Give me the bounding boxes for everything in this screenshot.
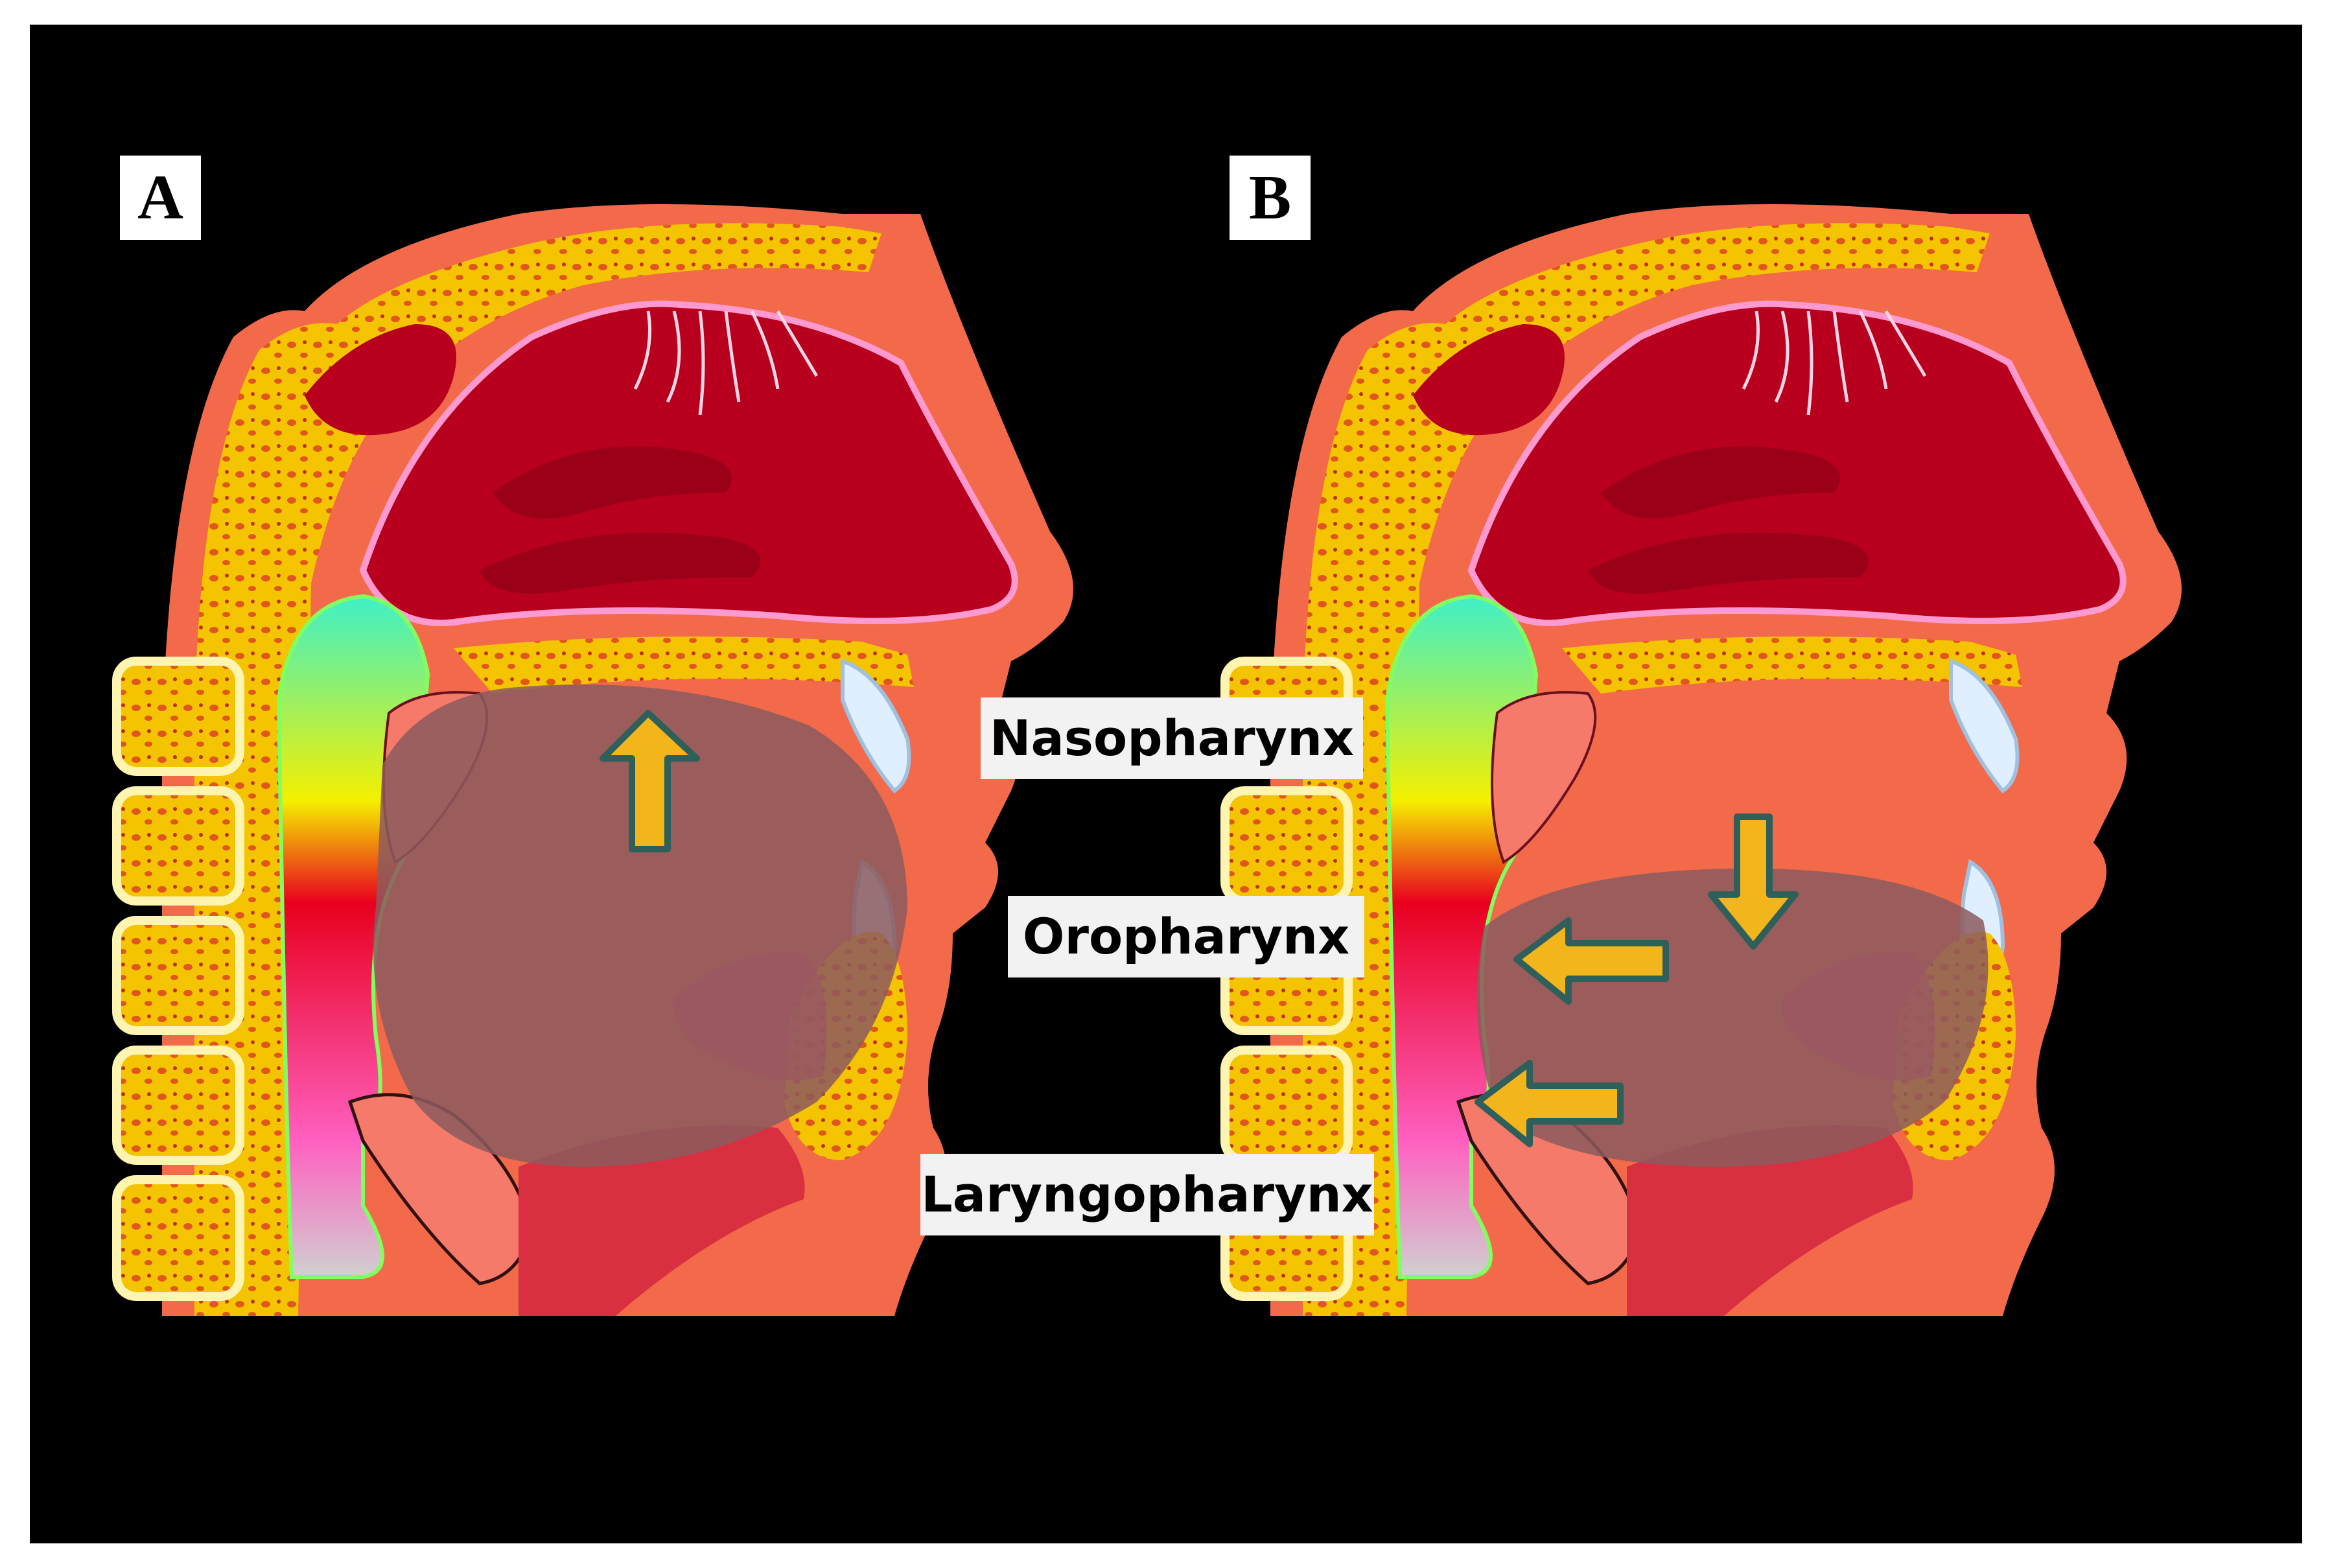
arrow-up-icon	[600, 710, 700, 852]
arrow-down-icon	[1708, 813, 1799, 950]
panel-label-a: A	[120, 156, 201, 240]
label-laryngopharynx: Laryngopharynx	[920, 1154, 1374, 1235]
arrow-left-icon	[1513, 917, 1669, 1005]
panel-a-illustration	[117, 204, 1073, 1316]
arrow-left-icon	[1475, 1060, 1624, 1147]
panel-label-b: B	[1230, 156, 1311, 240]
label-nasopharynx: Nasopharynx	[981, 697, 1363, 779]
panel-b-illustration	[1225, 204, 2182, 1316]
label-oropharynx: Oropharynx	[1008, 896, 1364, 977]
tongue-raised	[373, 685, 907, 1167]
